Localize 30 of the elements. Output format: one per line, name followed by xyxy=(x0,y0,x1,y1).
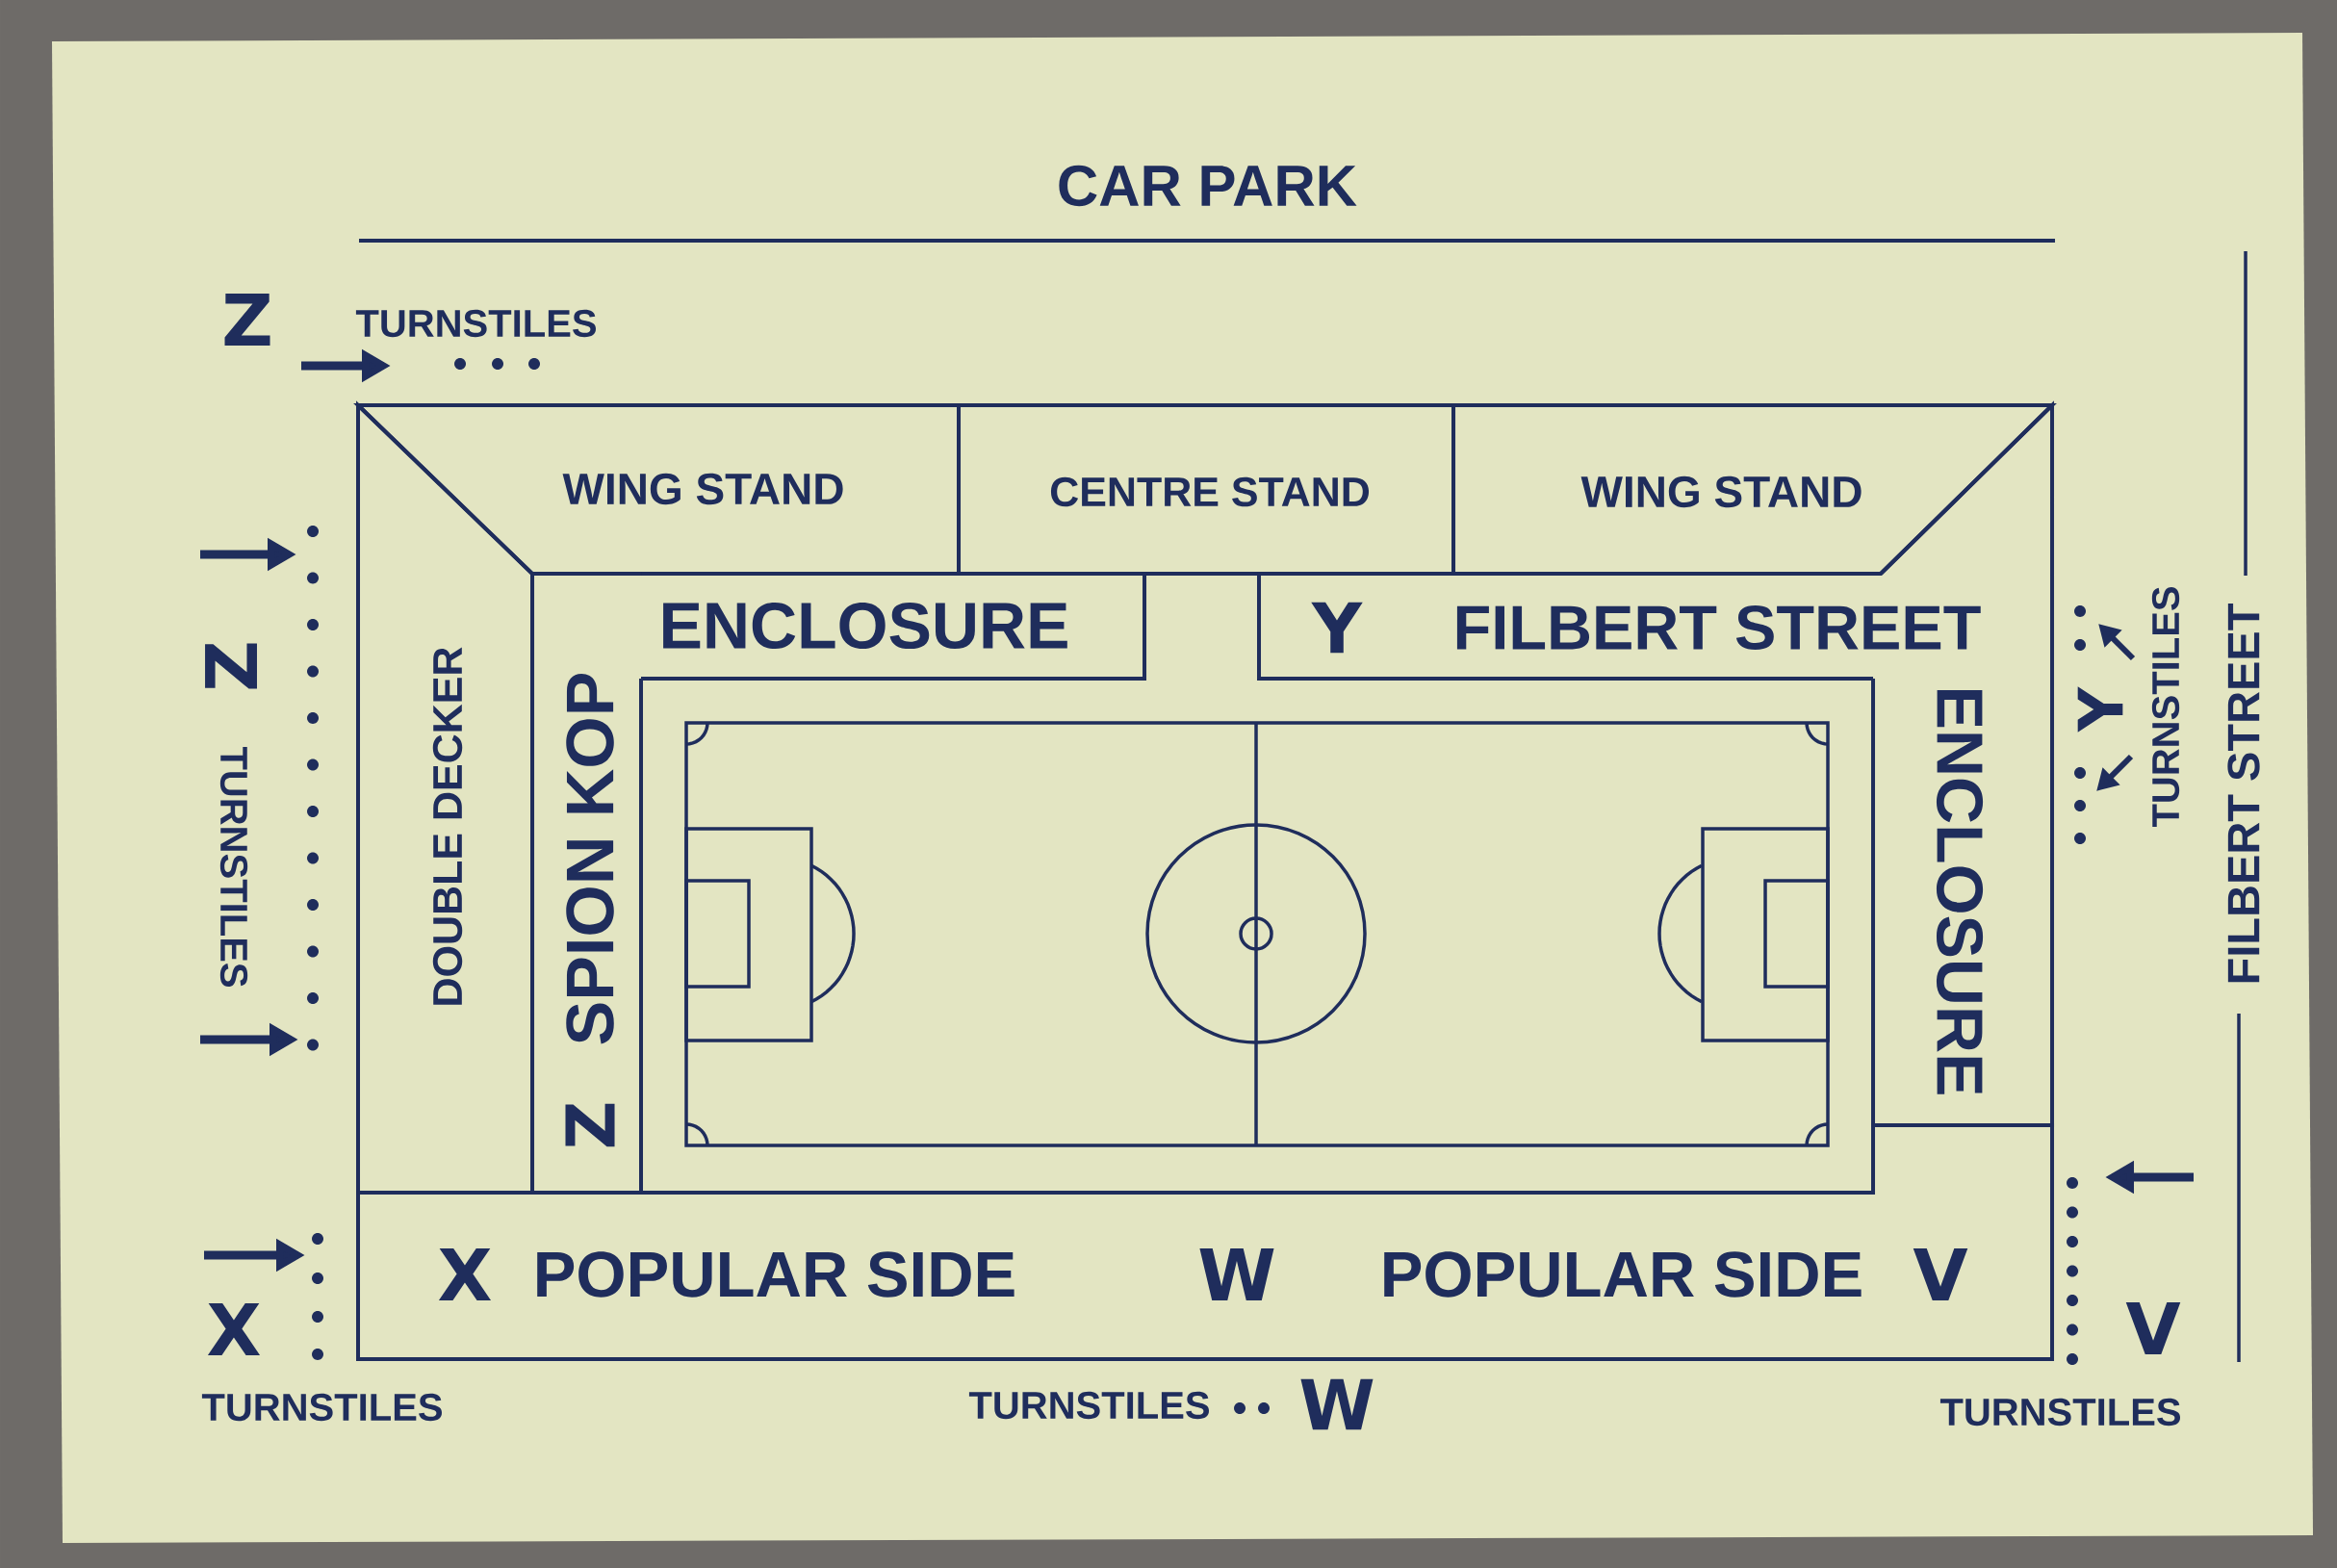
entrance-letter: V xyxy=(2125,1302,2181,1354)
stand-name: WING STAND xyxy=(562,473,843,505)
stand-name: CENTRE STAND xyxy=(1050,476,1370,507)
section-letter: V xyxy=(1913,1248,1968,1300)
stand-area xyxy=(1257,572,1981,681)
stand-name: WING STAND xyxy=(1580,476,1862,508)
section-letter: X xyxy=(438,1248,492,1300)
stand-name: ENCLOSURE xyxy=(663,602,1067,650)
turnstiles-label: TURNSTILES xyxy=(219,746,248,987)
stand-name: POPULAR SIDE xyxy=(537,1251,1014,1298)
stand-name: DOUBLE DECKER xyxy=(432,647,463,1005)
entrance-letter: Y xyxy=(2077,686,2123,733)
stand-name: ENCLOSURE xyxy=(1936,690,1984,1094)
section-letter: Z xyxy=(565,1103,615,1147)
stand-name: FILBERT STREET xyxy=(1456,605,1981,650)
section-letter: Y xyxy=(1311,602,1363,654)
turnstiles-label: TURNSTILES xyxy=(2151,587,2180,828)
entrance-letter: Z xyxy=(224,294,270,346)
street-label: FILBERT STREET xyxy=(2227,604,2260,983)
stand-area xyxy=(1451,403,2057,576)
turnstiles-label: TURNSTILES xyxy=(1939,1398,2180,1427)
stand-area xyxy=(641,572,1146,681)
turnstiles-label: TURNSTILES xyxy=(201,1393,442,1422)
stand-name: POPULAR SIDE xyxy=(1384,1251,1862,1298)
entrance-letter: Z xyxy=(205,643,257,689)
turnstiles-label: TURNSTILES xyxy=(355,309,596,338)
section-letter: W xyxy=(1199,1248,1274,1300)
entrance-letter: X xyxy=(207,1303,261,1355)
stand-name: SPION KOP xyxy=(566,673,614,1044)
area-label: CAR PARK xyxy=(1059,165,1357,207)
